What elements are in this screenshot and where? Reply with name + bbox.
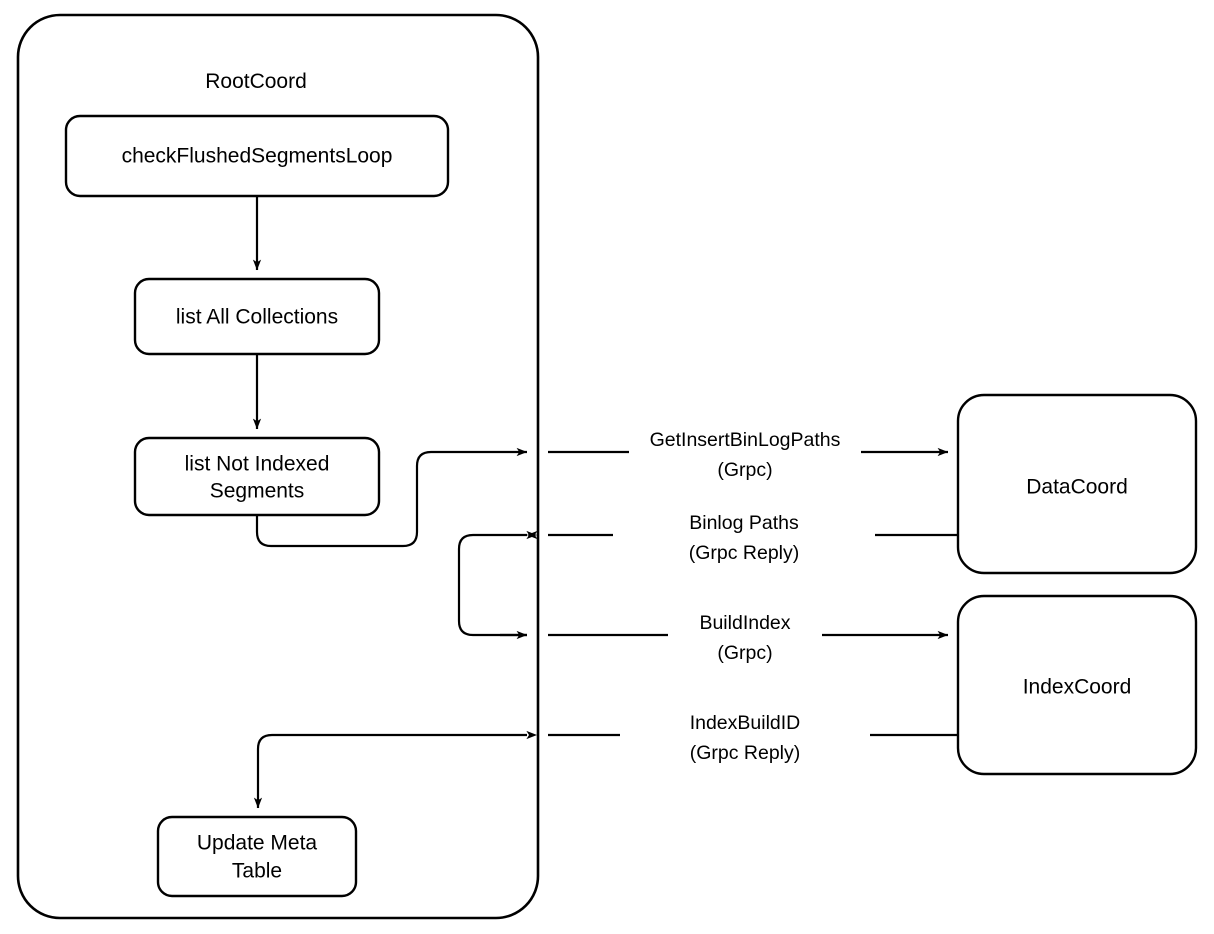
- node-list-all-collections[interactable]: list All Collections: [133, 277, 381, 356]
- edge-label-build-index-line1: BuildIndex: [699, 612, 790, 634]
- node-data-coord[interactable]: DataCoord: [956, 393, 1198, 575]
- node-index-coord-box[interactable]: [956, 594, 1198, 776]
- edge-label-get-insert-binlog-paths-line1: GetInsertBinLogPaths: [650, 429, 841, 451]
- edge-label-index-build-id-line1: IndexBuildID: [690, 712, 801, 734]
- edge-label-binlog-paths-line2: (Grpc Reply): [689, 542, 800, 564]
- edge-label-get-insert-binlog-paths: GetInsertBinLogPaths (Grpc): [650, 429, 841, 481]
- node-check-flushed-segments-loop-label: checkFlushedSegmentsLoop: [122, 145, 393, 168]
- edge-label-index-build-id-line2: (Grpc Reply): [690, 742, 801, 764]
- node-data-coord-label: DataCoord: [1026, 476, 1128, 499]
- node-update-meta-table[interactable]: Update Meta Table: [156, 815, 358, 898]
- edge-not-indexed-to-boundary-out: [255, 447, 528, 548]
- node-index-coord[interactable]: IndexCoord: [956, 594, 1198, 776]
- node-index-coord-label: IndexCoord: [1023, 676, 1132, 699]
- node-list-not-indexed-segments-label-line1: list Not Indexed: [185, 453, 330, 476]
- node-list-not-indexed-segments-label-line2: Segments: [210, 480, 305, 503]
- edge-binlog-paths-into-rootcoord: [457, 530, 538, 637]
- edge-label-binlog-paths-line1: Binlog Paths: [689, 512, 799, 534]
- node-update-meta-table-label-line1: Update Meta: [197, 832, 318, 855]
- node-list-all-collections-label: list All Collections: [176, 306, 338, 329]
- edge-label-index-build-id: IndexBuildID (Grpc Reply): [690, 712, 801, 764]
- edge-label-get-insert-binlog-paths-line2: (Grpc): [717, 459, 772, 481]
- node-update-meta-table-box[interactable]: [156, 815, 358, 898]
- node-update-meta-table-label-line2: Table: [232, 860, 282, 883]
- edge-binlog-paths-arrowhead: [526, 530, 537, 540]
- node-data-coord-box[interactable]: [956, 393, 1198, 575]
- edge-index-build-id-arrowhead: [526, 730, 537, 740]
- rootcoord-container: RootCoord: [16, 13, 540, 920]
- edge-label-build-index: BuildIndex (Grpc): [699, 612, 790, 664]
- node-list-not-indexed-segments[interactable]: list Not Indexed Segments: [133, 436, 381, 517]
- rootcoord-container-outline: [16, 13, 540, 920]
- node-list-not-indexed-segments-box[interactable]: [133, 436, 381, 517]
- edge-label-binlog-paths: Binlog Paths (Grpc Reply): [689, 512, 800, 564]
- edge-label-build-index-line2: (Grpc): [717, 642, 772, 664]
- node-check-flushed-segments-loop[interactable]: checkFlushedSegmentsLoop: [64, 114, 450, 198]
- rootcoord-title: RootCoord: [205, 70, 307, 93]
- edge-index-build-id-to-update-meta: [253, 733, 527, 809]
